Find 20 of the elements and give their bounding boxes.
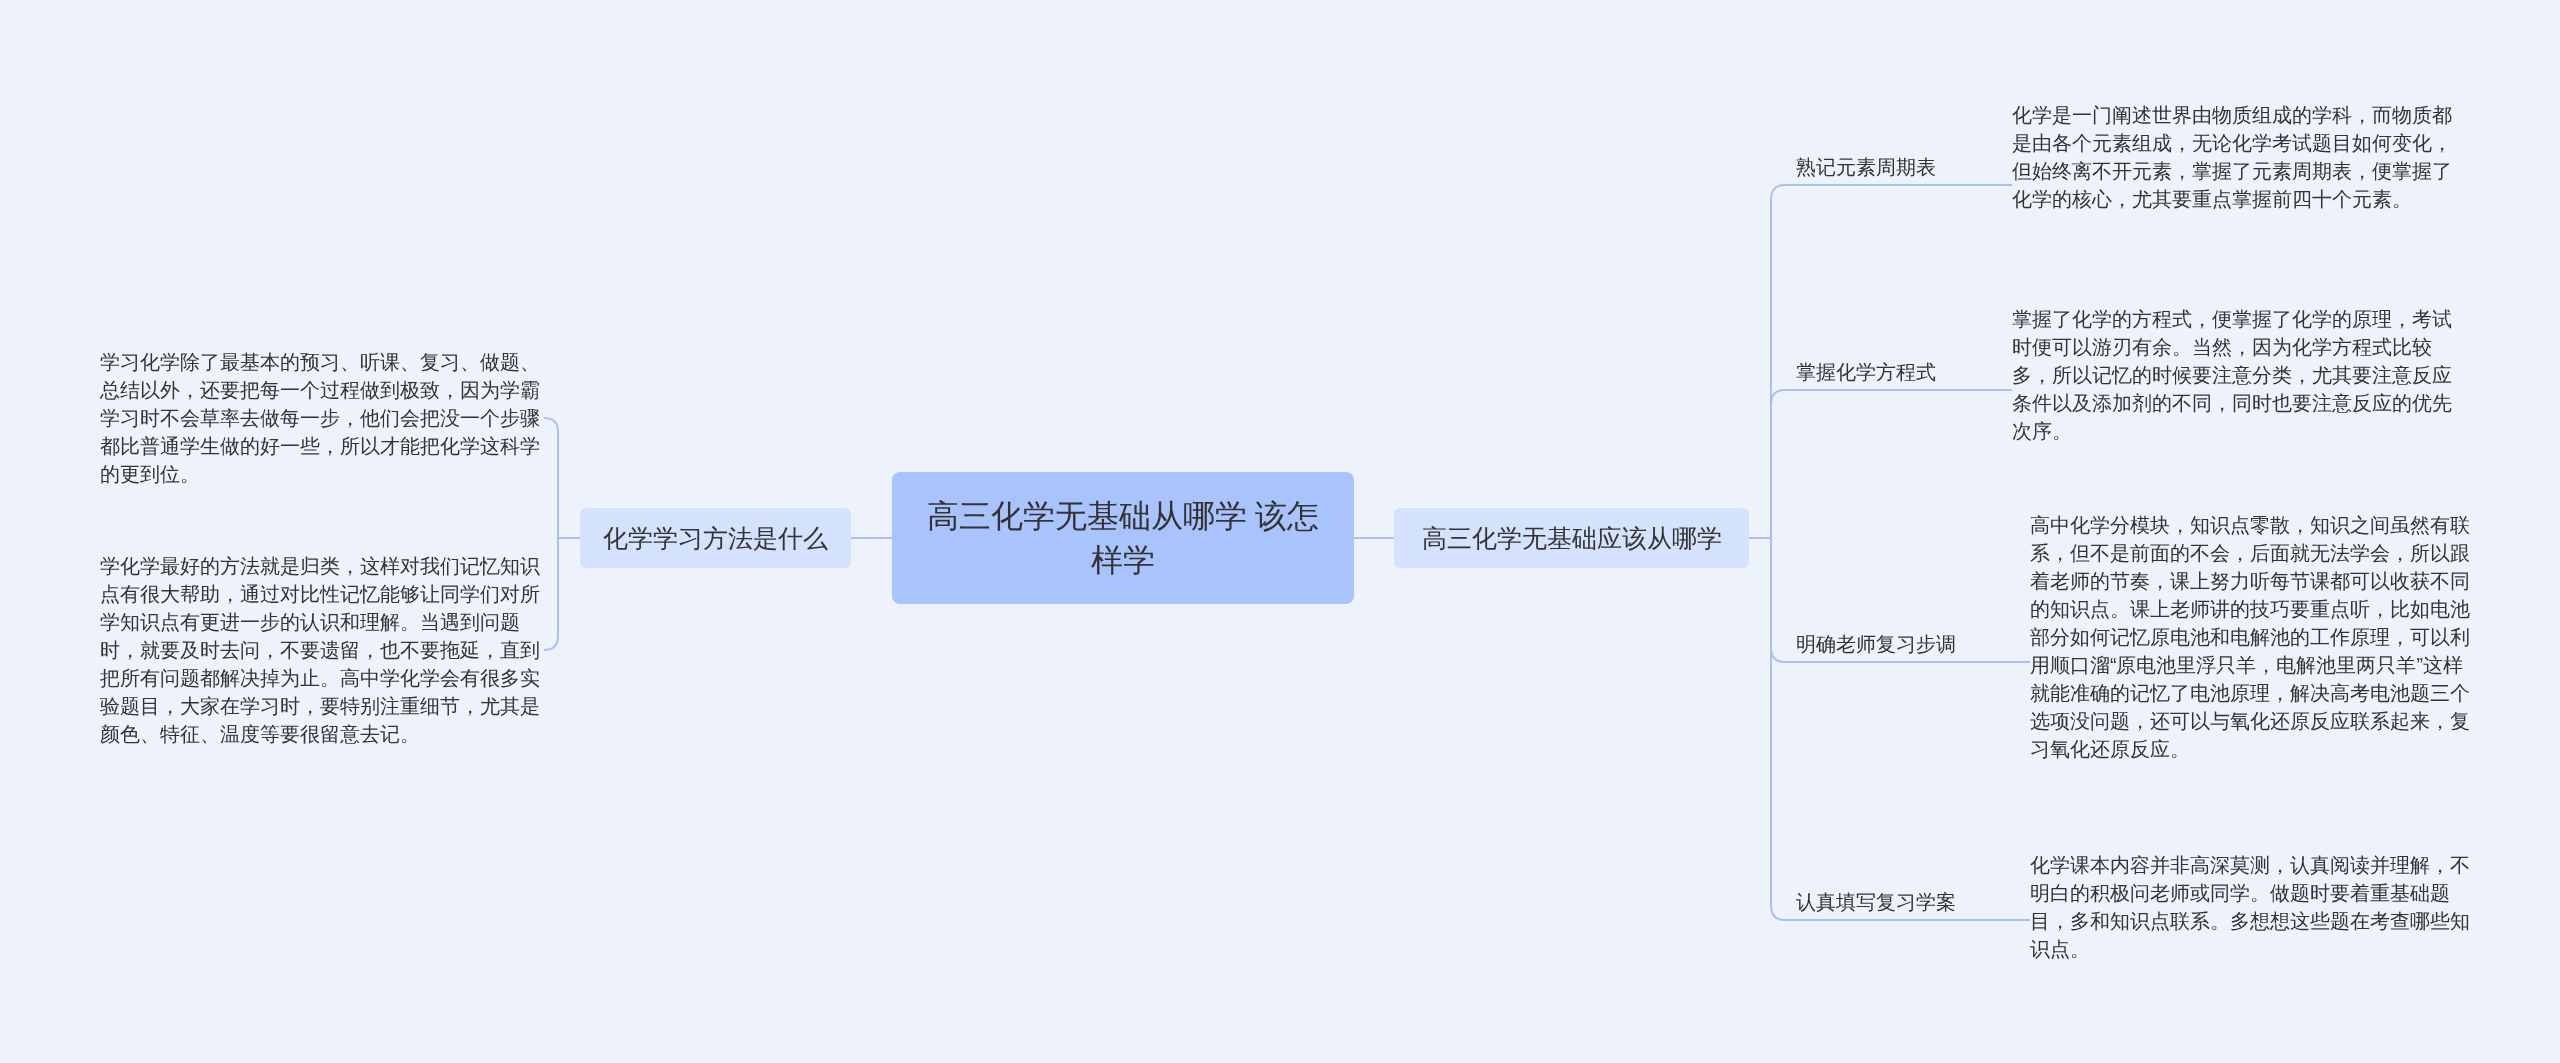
central-topic: 高三化学无基础从哪学 该怎样学: [892, 472, 1354, 604]
subtopic: 明确老师复习步调: [1790, 630, 1962, 663]
topic-box: 高三化学无基础应该从哪学: [1394, 508, 1749, 568]
note-text: 学化学最好的方法就是归类，这样对我们记忆知识点有很大帮助，通过对比性记忆能够让同学们对所学知识点有更进一步的认识和理解。当遇到问题时，就要及时去问，不要遗留，也不要拖延，直到把所有问题都解决掉为止。高中学化学会有很多实验题目，大家在学习时，要特别注重细节，尤其是颜色、特征、温度等要很留意去记。: [100, 554, 541, 747]
note-text: 掌握了化学的方程式，便掌握了化学的原理，考试时便可以游刃有余。当然，因为化学方程式比较多，所以记忆的时候要注意分类，尤其要注意反应条件以及添加剂的不同，同时也要注意反应的优先次序。: [2012, 307, 2453, 444]
connector-line: [543, 537, 581, 651]
topic-box: 化学学习方法是什么: [580, 508, 851, 568]
connector-line: [850, 537, 893, 539]
connector-line: [1941, 184, 2013, 186]
note-text: 学习化学除了最基本的预习、听课、复习、做题、总结以外，还要把每一个过程做到极致，因为学霸学习时不会草率去做每一步，他们会把没一个步骤都比普通学生做的好一些，所以才能把化学这科学的更到位。: [100, 350, 541, 487]
subtopic: 掌握化学方程式: [1790, 358, 1942, 391]
connector-line: [1941, 389, 2013, 391]
connector-line: [1353, 537, 1395, 539]
note-text: 高中化学分模块，知识点零散，知识之间虽然有联系，但不是前面的不会，后面就无法学会，所以跟着老师的节奏，课上努力听每节课都可以收获不同的知识点。课上老师讲的技巧要重点听，比如电池部分如何记忆原电池和电解池的工作原理，可以利用顺口溜“原电池里浮只羊，电解池里两只羊”这样就能准确的记忆了电池原理，解决高考电池题三个选项没问题，还可以与氧化还原反应联系起来，复习氧化还原反应。: [2030, 513, 2471, 762]
note-text: 化学是一门阐述世界由物质组成的学科，而物质都是由各个元素组成，无论化学考试题目如何变化，但始终离不开元素，掌握了元素周期表，便掌握了化学的核心，尤其要重点掌握前四十个元素。: [2012, 103, 2453, 212]
subtopic: 认真填写复习学案: [1790, 888, 1962, 921]
connector-line: [1961, 661, 2031, 663]
note-text: 化学课本内容并非高深莫测，认真阅读并理解，不明白的积极问老师或同学。做题时要着重基础题目，多和知识点联系。多想想这些题在考查哪些知识点。: [2030, 853, 2471, 962]
connector-line: [1961, 919, 2031, 921]
subtopic: 熟记元素周期表: [1790, 153, 1942, 186]
